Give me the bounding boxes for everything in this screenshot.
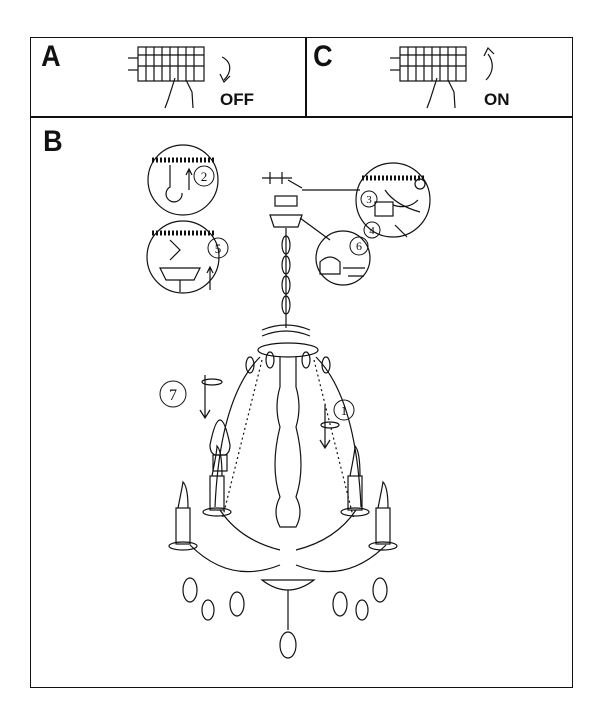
panel-c bbox=[305, 37, 573, 118]
step-2-circle bbox=[193, 165, 215, 187]
detail-circle-canopy bbox=[146, 220, 220, 294]
detail-circle-wiring bbox=[355, 162, 431, 238]
panel-c-letter: C bbox=[313, 40, 333, 73]
step-4-label: 4 bbox=[369, 225, 375, 237]
detail-circle-hook bbox=[147, 144, 219, 216]
step-7-circle bbox=[159, 380, 187, 408]
step-3-circle bbox=[360, 190, 378, 208]
panel-a bbox=[30, 37, 307, 118]
step-2-label: 2 bbox=[201, 169, 208, 184]
step-4-circle bbox=[363, 221, 381, 239]
rotate-down-arrow-icon bbox=[319, 405, 340, 450]
step-3-label: 3 bbox=[366, 194, 372, 206]
step-5-label: 5 bbox=[215, 241, 222, 256]
step-1-circle bbox=[333, 399, 355, 421]
panel-b-letter: B bbox=[43, 125, 63, 158]
on-label: ON bbox=[484, 90, 510, 109]
step-1-label: 1 bbox=[341, 403, 348, 418]
step-5-circle bbox=[207, 237, 229, 259]
chain-icon bbox=[261, 228, 311, 337]
step-7-label: 7 bbox=[169, 387, 177, 404]
ceiling-connection-icon bbox=[262, 172, 360, 241]
step-6-label: 6 bbox=[356, 239, 362, 253]
panel-a-letter: A bbox=[41, 40, 61, 73]
breaker-switch-off-icon bbox=[128, 46, 231, 109]
off-label: OFF bbox=[220, 90, 254, 109]
bulb-icon bbox=[199, 375, 231, 472]
chandelier-icon bbox=[168, 342, 398, 659]
step-6-circle bbox=[349, 236, 369, 256]
breaker-switch-on-icon bbox=[390, 46, 495, 109]
panel-b bbox=[30, 116, 573, 688]
detail-circle-screw bbox=[315, 230, 371, 286]
